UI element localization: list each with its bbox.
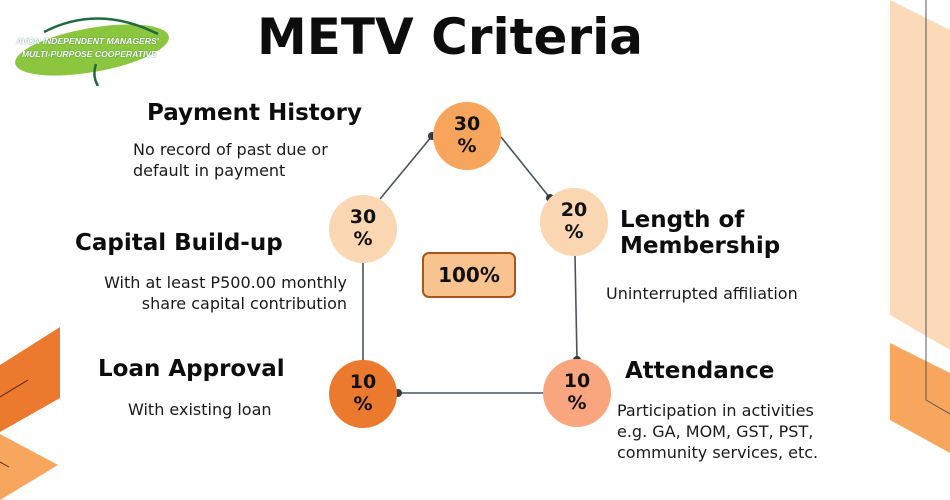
attendance-heading: Attendance xyxy=(625,358,775,384)
logo-line-2: MULTI-PURPOSE COOPERATIVE xyxy=(22,49,157,59)
description-line: e.g. GA, MOM, GST, PST, xyxy=(617,422,814,442)
weight-value: 30 xyxy=(453,113,481,136)
page-title: METV Criteria xyxy=(257,8,643,66)
attendance-description: Participation in activities e.g. GA, MOM… xyxy=(617,400,818,463)
connector-payment-to-membership xyxy=(500,136,551,199)
description-line: With existing loan xyxy=(128,400,272,419)
payment-history-description: No record of past due or default in paym… xyxy=(133,139,328,181)
description-line: community services, etc. xyxy=(617,443,819,463)
length-of-membership-weight-circle: 20 % xyxy=(540,188,608,256)
weight-unit: % xyxy=(564,221,584,243)
capital-build-up-heading: Capital Build-up xyxy=(75,230,283,256)
payment-history-heading: Payment History xyxy=(147,100,362,126)
weight-value: 10 xyxy=(563,370,591,393)
loan-approval-description: With existing loan xyxy=(128,399,272,420)
description-line: default in payment xyxy=(133,161,286,181)
loan-approval-weight-circle: 10 % xyxy=(329,360,397,428)
loan-approval-heading: Loan Approval xyxy=(98,356,285,382)
weight-unit: % xyxy=(353,393,373,415)
weight-unit: % xyxy=(567,392,587,414)
weight-value: 10 xyxy=(349,371,377,394)
heading-line: Length of xyxy=(620,207,745,233)
total-weight-box: 100% xyxy=(422,252,516,298)
deco-line-left-2 xyxy=(0,461,10,468)
length-of-membership-description: Uninterrupted affiliation xyxy=(606,283,798,304)
deco-line-left xyxy=(0,379,29,398)
description-line: Participation in activities xyxy=(617,401,814,420)
connector-capital-to-payment xyxy=(379,135,433,200)
capital-build-up-description: With at least P500.00 monthly share capi… xyxy=(40,272,347,314)
weight-unit: % xyxy=(457,135,477,157)
leaf-ellipse-logo-icon xyxy=(15,17,169,86)
deco-line-right-diag xyxy=(925,399,950,415)
description-line: Uninterrupted affiliation xyxy=(606,284,798,303)
description-line: share capital contribution xyxy=(141,294,347,314)
weight-value: 30 xyxy=(349,206,377,229)
deco-orange-band-right xyxy=(890,343,950,453)
deco-light-triangle-left xyxy=(0,434,58,500)
connector-membership-to-attendance xyxy=(574,255,578,361)
deco-peach-band xyxy=(890,0,950,350)
weight-unit: % xyxy=(353,228,373,250)
capital-build-up-weight-circle: 30 % xyxy=(329,195,397,263)
description-line: With at least P500.00 monthly xyxy=(104,273,347,292)
weight-value: 20 xyxy=(560,199,588,222)
logo-line-1: AVON INDEPENDENT MANAGERS' xyxy=(16,36,159,46)
deco-orange-band-left xyxy=(0,327,60,432)
cooperative-logo: AVON INDEPENDENT MANAGERS' MULTI-PURPOSE… xyxy=(8,6,173,86)
description-line: No record of past due or xyxy=(133,140,328,159)
attendance-weight-circle: 10 % xyxy=(543,359,611,427)
heading-line: Membership xyxy=(620,233,781,260)
length-of-membership-heading: Length of Membership xyxy=(620,207,780,260)
payment-history-weight-circle: 30 % xyxy=(433,102,501,170)
